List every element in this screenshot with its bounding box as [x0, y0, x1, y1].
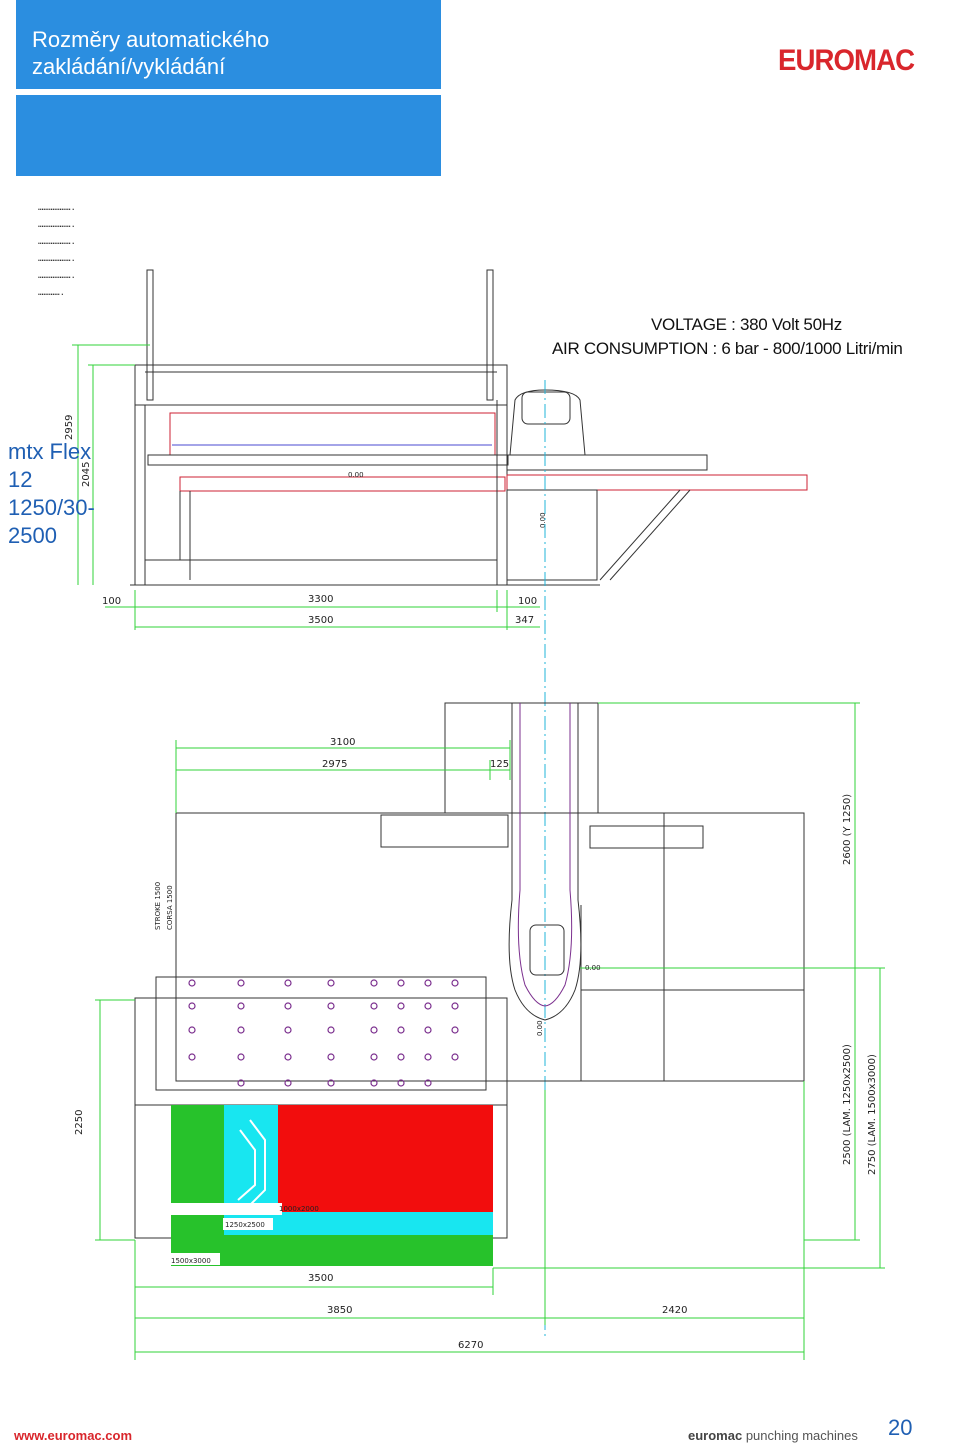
top-view	[134, 702, 805, 1239]
c-frame	[508, 703, 582, 1021]
sheet-label-1250x2500: 1250x2500	[225, 1221, 265, 1229]
dim-100-right: 100	[518, 596, 537, 607]
footer-brand: euromac punching machines	[688, 1428, 858, 1443]
side-post-left	[146, 269, 154, 401]
dotted-line: ……………….	[38, 203, 76, 213]
footer-brand-bold: euromac	[688, 1428, 743, 1443]
air-consumption-spec: AIR CONSUMPTION : 6 bar - 800/1000 Litri…	[552, 339, 903, 358]
punch-machine-bed	[506, 454, 708, 471]
punch-machine-base	[506, 489, 598, 581]
dim-347: 347	[515, 615, 534, 626]
side-post-right	[486, 269, 494, 401]
suction-cup-row	[188, 1053, 459, 1061]
side-view	[130, 269, 808, 586]
header-panel	[16, 0, 441, 176]
page-title-line2: zakládání/vykládání	[32, 54, 226, 79]
dotted-line: ……………….	[38, 220, 76, 230]
dim-3500: 3500	[308, 615, 333, 626]
side-table-top	[147, 454, 509, 466]
level-label: 0.00	[539, 512, 547, 528]
dim-2975: 2975	[322, 759, 347, 770]
dim-2250: 2250	[74, 1110, 85, 1135]
level-label: 0.00	[536, 1020, 544, 1036]
side-table	[179, 476, 506, 492]
sheet-1000x2000-area	[278, 1105, 493, 1212]
dim-2500-lam: 2500 (LAM. 1250x2500)	[842, 1044, 853, 1165]
suction-cup-row	[188, 1002, 459, 1010]
side-conveyor	[506, 474, 808, 491]
suction-cup-row	[188, 979, 459, 987]
dim-2750-lam: 2750 (LAM. 1500x3000)	[867, 1054, 878, 1175]
model-line1: mtx Flex	[8, 439, 92, 464]
dotted-line: ……………….	[38, 237, 76, 247]
model-line4: 2500	[8, 523, 57, 548]
suction-cup-row	[237, 1079, 432, 1087]
sheet-label-1500x3000: 1500x3000	[171, 1257, 211, 1265]
dim-2959: 2959	[64, 415, 75, 440]
punch-machine-head	[509, 389, 586, 456]
arm-left	[380, 814, 509, 848]
c-frame-inner	[517, 703, 573, 1007]
suction-cup-row	[188, 1026, 459, 1034]
dim-100-left: 100	[102, 596, 121, 607]
voltage-spec: VOLTAGE : 380 Volt 50Hz	[651, 315, 842, 334]
level-label: 0.00	[348, 471, 364, 479]
machine-top-housing	[444, 702, 599, 814]
model-line3: 1250/30-	[8, 495, 95, 520]
euromac-logo: EUROMAC	[778, 44, 915, 77]
sheet-label-1000x2000: 1000x2000	[279, 1205, 319, 1213]
stroke-label: STROKE 1500	[154, 882, 162, 930]
top-view-dimensions	[95, 702, 885, 1360]
dotted-line: ……………….	[38, 271, 76, 281]
side-loader-frame	[169, 412, 496, 456]
header-divider	[16, 89, 441, 95]
dim-2045: 2045	[81, 462, 92, 487]
dotted-line: ………….	[38, 288, 66, 298]
page-number: 20	[888, 1415, 913, 1440]
model-line2: 12	[8, 467, 33, 492]
dim-3850: 3850	[327, 1305, 352, 1316]
arm-right	[589, 825, 704, 849]
dim-125: 125	[490, 759, 509, 770]
dim-6270: 6270	[458, 1340, 483, 1351]
dotted-line: ……………….	[38, 254, 76, 264]
page-title-line1: Rozměry automatického	[32, 27, 270, 52]
sheet-areas	[171, 1105, 493, 1266]
side-view-dimensions	[72, 344, 540, 630]
suction-cups	[188, 979, 459, 1087]
level-label: 0.00	[585, 964, 601, 972]
corsa-label: CORSA 1500	[166, 885, 174, 930]
dim-3500-top: 3500	[308, 1273, 333, 1284]
page-title: Rozměry automatického zakládání/vykládán…	[32, 26, 432, 80]
model-label: mtx Flex 12 1250/30- 2500	[8, 438, 118, 550]
side-top-beam	[134, 364, 508, 406]
loading-table	[155, 976, 487, 1091]
dim-3100: 3100	[330, 737, 355, 748]
dim-3300: 3300	[308, 594, 333, 605]
dim-2600-y1250: 2600 (Y 1250)	[842, 794, 853, 865]
dim-2420: 2420	[662, 1305, 687, 1316]
footer-url-link[interactable]: www.euromac.com	[14, 1428, 132, 1443]
dotted-placeholder: ………………. ………………. ………………. ………………. ………………. …	[38, 200, 76, 302]
footer-brand-rest: punching machines	[742, 1428, 858, 1443]
top-frame	[175, 812, 805, 1082]
